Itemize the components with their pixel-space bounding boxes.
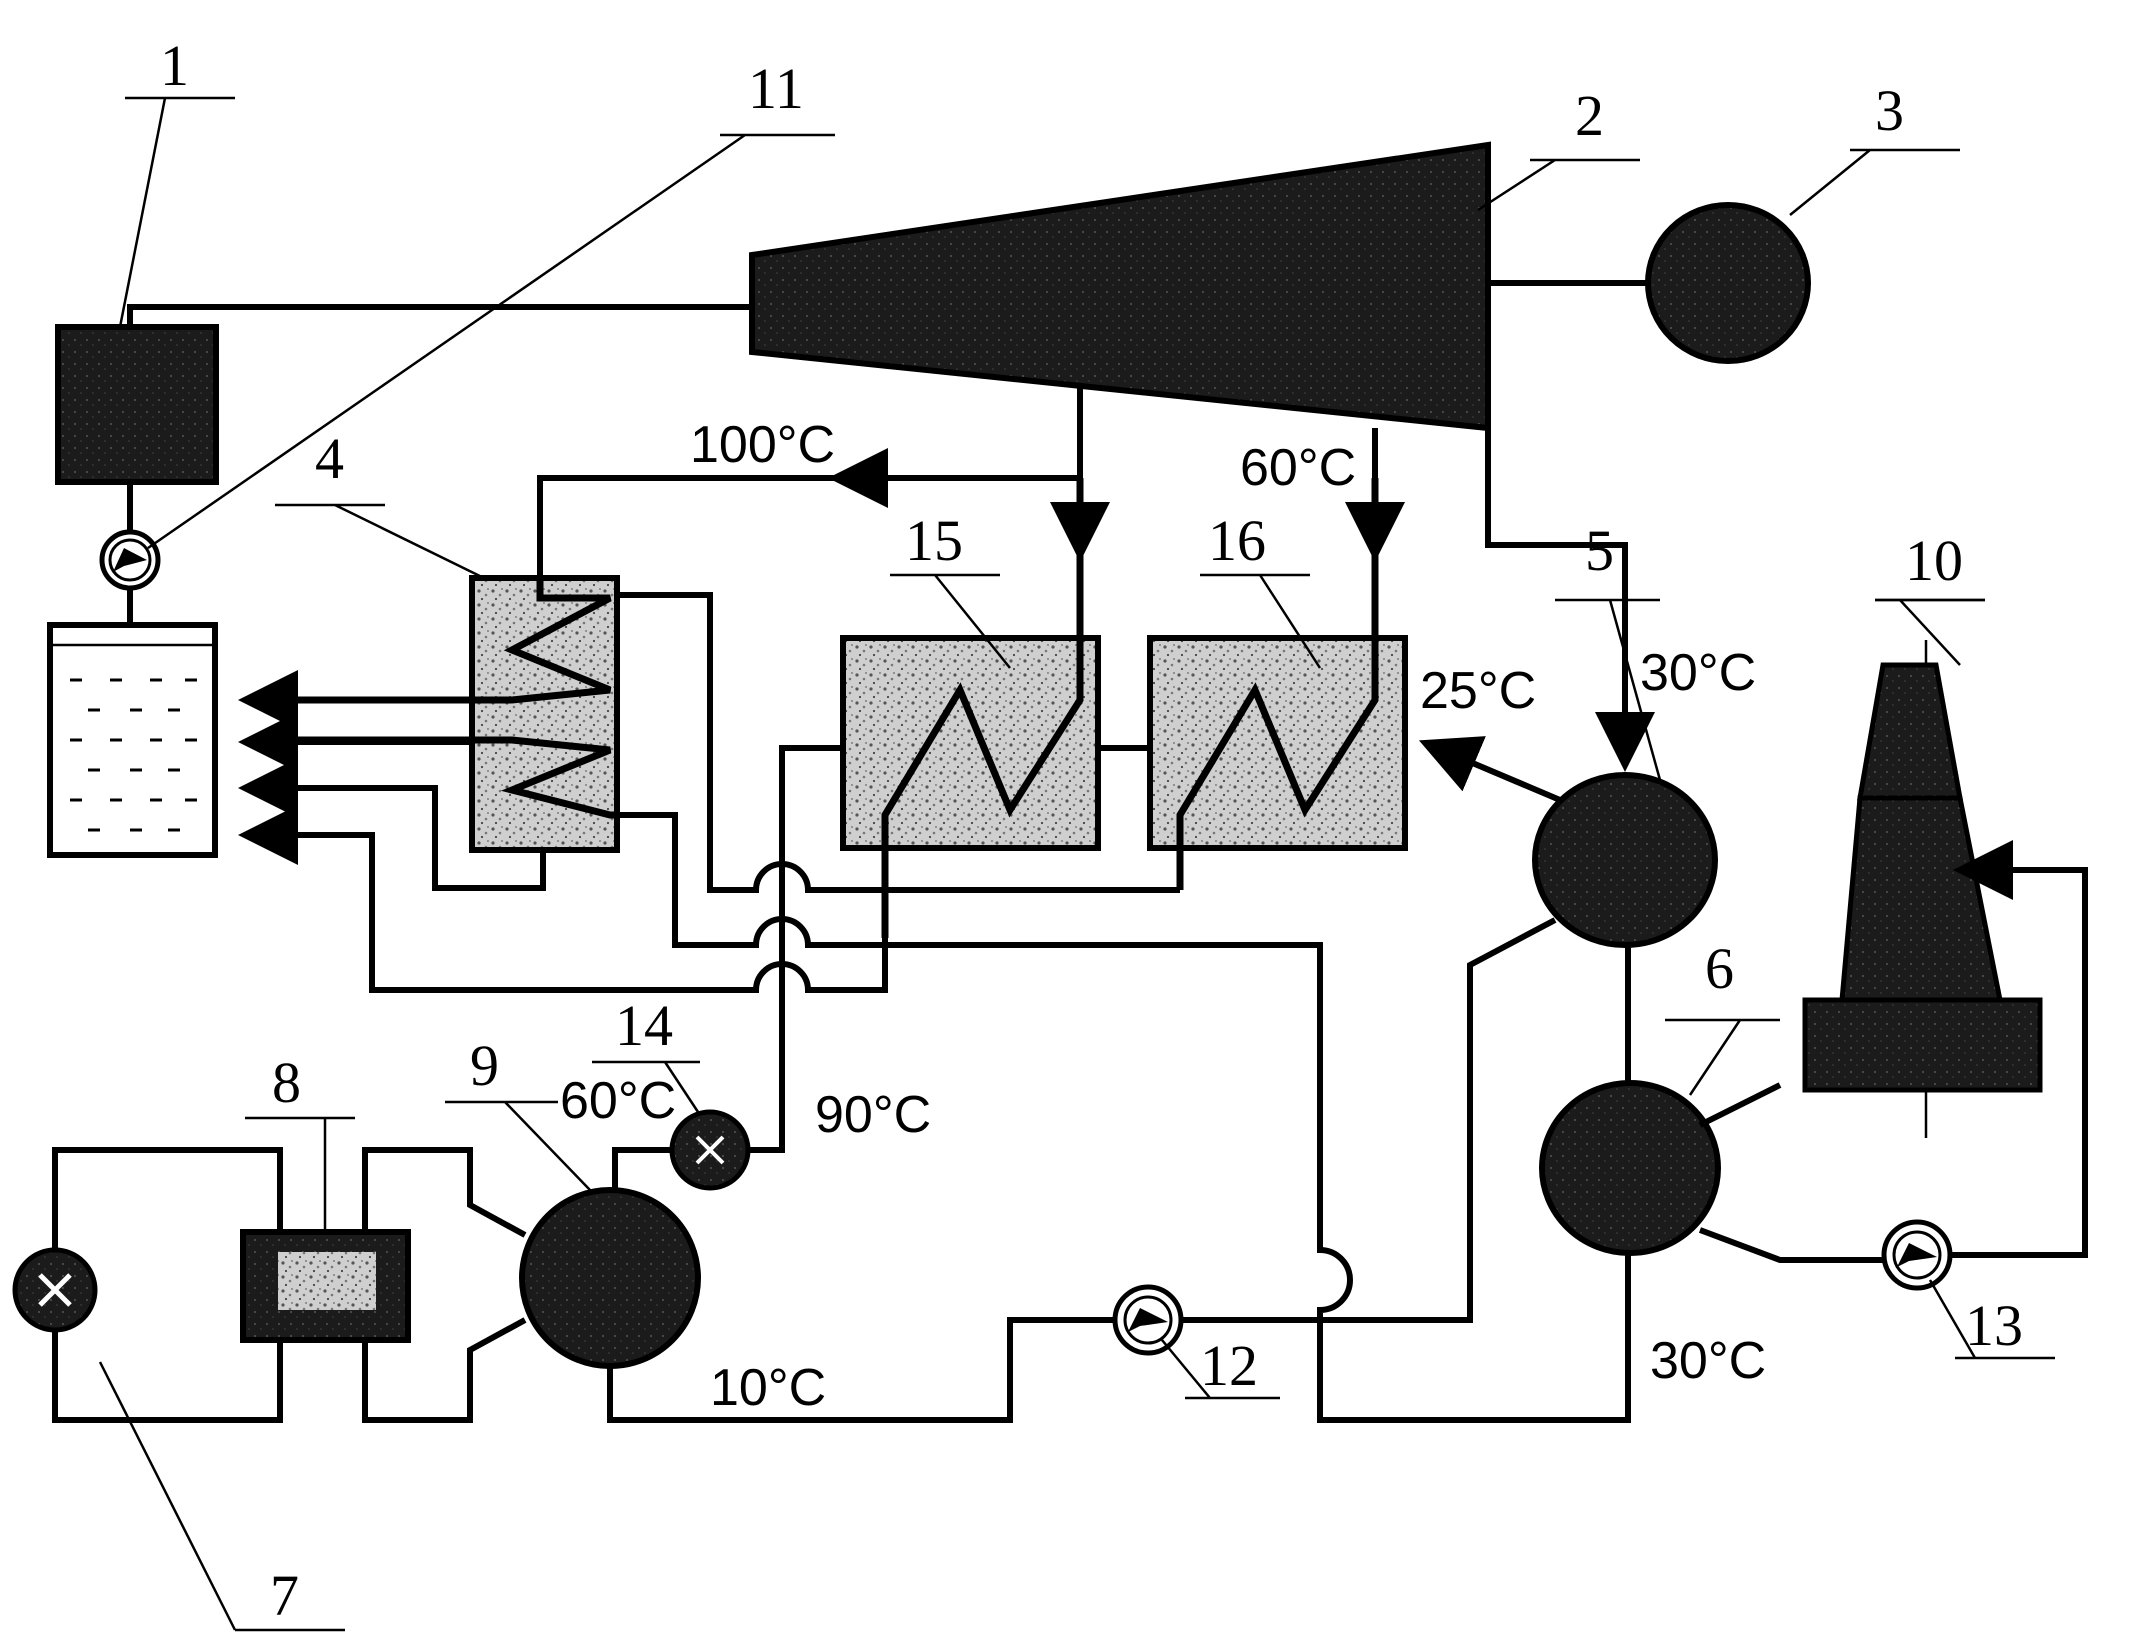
label-2: 2 (1575, 83, 1604, 148)
label-16: 16 (1208, 508, 1266, 573)
label-10: 10 (1905, 528, 1963, 593)
label-12: 12 (1200, 1333, 1258, 1398)
temp-25: 25°C (1420, 662, 1536, 720)
label-15: 15 (905, 508, 963, 573)
label-13: 13 (1965, 1293, 2023, 1358)
condenser-5 (1535, 775, 1715, 945)
cooling-tower-base (1805, 1000, 2040, 1090)
label-11: 11 (748, 56, 804, 121)
label-4: 4 (315, 426, 344, 491)
temp-30-top: 30°C (1640, 644, 1756, 702)
turbine-2 (752, 145, 1488, 428)
label-3: 3 (1875, 78, 1904, 143)
label-7: 7 (270, 1563, 299, 1628)
temp-60-left: 60°C (560, 1072, 676, 1130)
temp-90: 90°C (815, 1086, 931, 1144)
generator-3 (1648, 205, 1808, 361)
temp-60-top: 60°C (1240, 439, 1356, 497)
label-8: 8 (272, 1050, 301, 1115)
cooling-tower-10 (1860, 665, 1960, 798)
heat-exchanger-15 (843, 638, 1098, 848)
exchanger-6 (1542, 1083, 1718, 1253)
label-5: 5 (1585, 518, 1614, 583)
temp-30-bottom: 30°C (1650, 1332, 1766, 1390)
boiler-1 (58, 327, 216, 482)
label-6: 6 (1705, 936, 1734, 1001)
label-9: 9 (470, 1033, 499, 1098)
temp-100: 100°C (690, 416, 835, 474)
unit-9 (522, 1190, 698, 1366)
label-14: 14 (615, 993, 673, 1058)
label-1: 1 (160, 33, 189, 98)
temp-10: 10°C (710, 1359, 826, 1417)
